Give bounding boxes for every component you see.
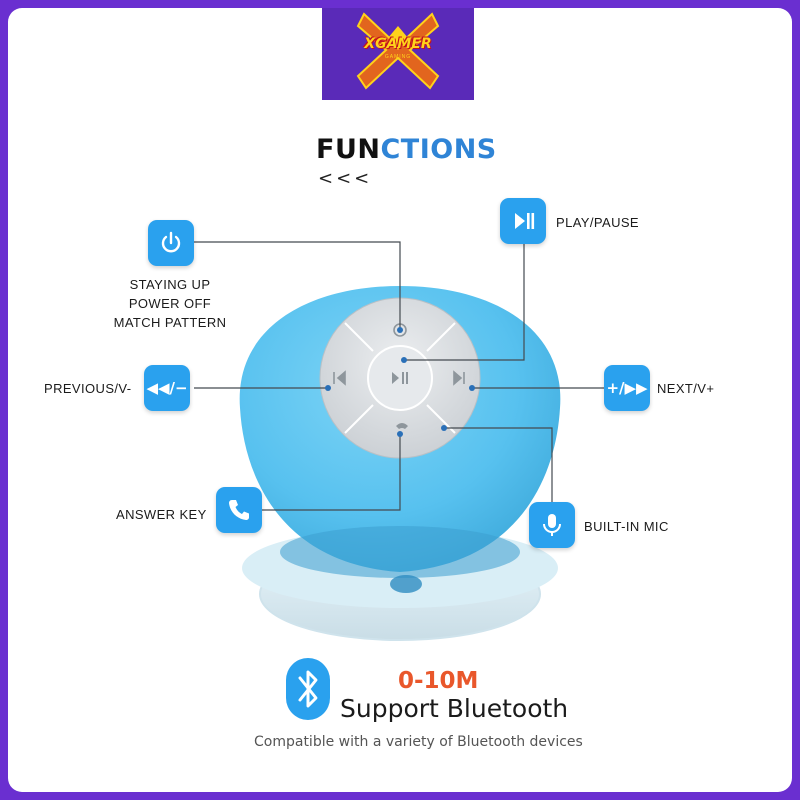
next-button-icon: +/▶▶ [604, 365, 650, 411]
play-pause-label: PLAY/PAUSE [556, 215, 639, 230]
brand-tagline: GAMING [384, 54, 412, 60]
compatibility-text: Compatible with a variety of Bluetooth d… [254, 734, 583, 750]
power-icon [161, 231, 181, 253]
phone-icon [229, 500, 249, 520]
product-image: XGAMER GAMING FUNCTIONS <<< [8, 8, 792, 792]
range-text: 0-10M [398, 668, 479, 694]
power-label-line-1: STAYING UP [129, 277, 211, 292]
answer-key-label: ANSWER KEY [116, 507, 207, 522]
connector-lines [194, 236, 606, 511]
bluetooth-icon [286, 658, 330, 720]
brand-tab: XGAMER GAMING [322, 8, 474, 100]
answer-button-icon [216, 487, 262, 533]
previous-label: PREVIOUS/V- [44, 381, 132, 396]
power-label: STAYING UP POWER OFF MATCH PATTERN [104, 275, 236, 332]
support-bluetooth-text: Support Bluetooth [340, 694, 569, 723]
speaker-port [390, 575, 422, 593]
title-part-blue: CTIONS [380, 134, 497, 165]
power-label-line-2: POWER OFF [128, 296, 212, 311]
rewind-minus-icon: ◀◀/− [146, 379, 188, 397]
plus-fast-forward-icon: +/▶▶ [606, 379, 648, 397]
control-panel [319, 297, 481, 459]
next-label: NEXT/V+ [657, 381, 715, 396]
page-title: FUNCTIONS [316, 134, 497, 165]
speaker-diagram [194, 236, 606, 641]
play-pause-button-icon [500, 198, 546, 244]
connector-dots [325, 327, 475, 437]
title-part-dark: FUN [316, 134, 381, 165]
built-in-mic-label: BUILT-IN MIC [584, 519, 669, 534]
microphone-icon [543, 514, 561, 536]
mic-button-icon [529, 502, 575, 548]
power-button-icon [148, 220, 194, 266]
play-pause-icon [515, 213, 535, 229]
brand-name: XGAMER [364, 36, 432, 52]
power-label-line-3: MATCH PATTERN [113, 315, 227, 330]
xgamer-logo-icon [356, 12, 440, 90]
title-arrows: <<< [318, 168, 373, 189]
previous-button-icon: ◀◀/− [144, 365, 190, 411]
